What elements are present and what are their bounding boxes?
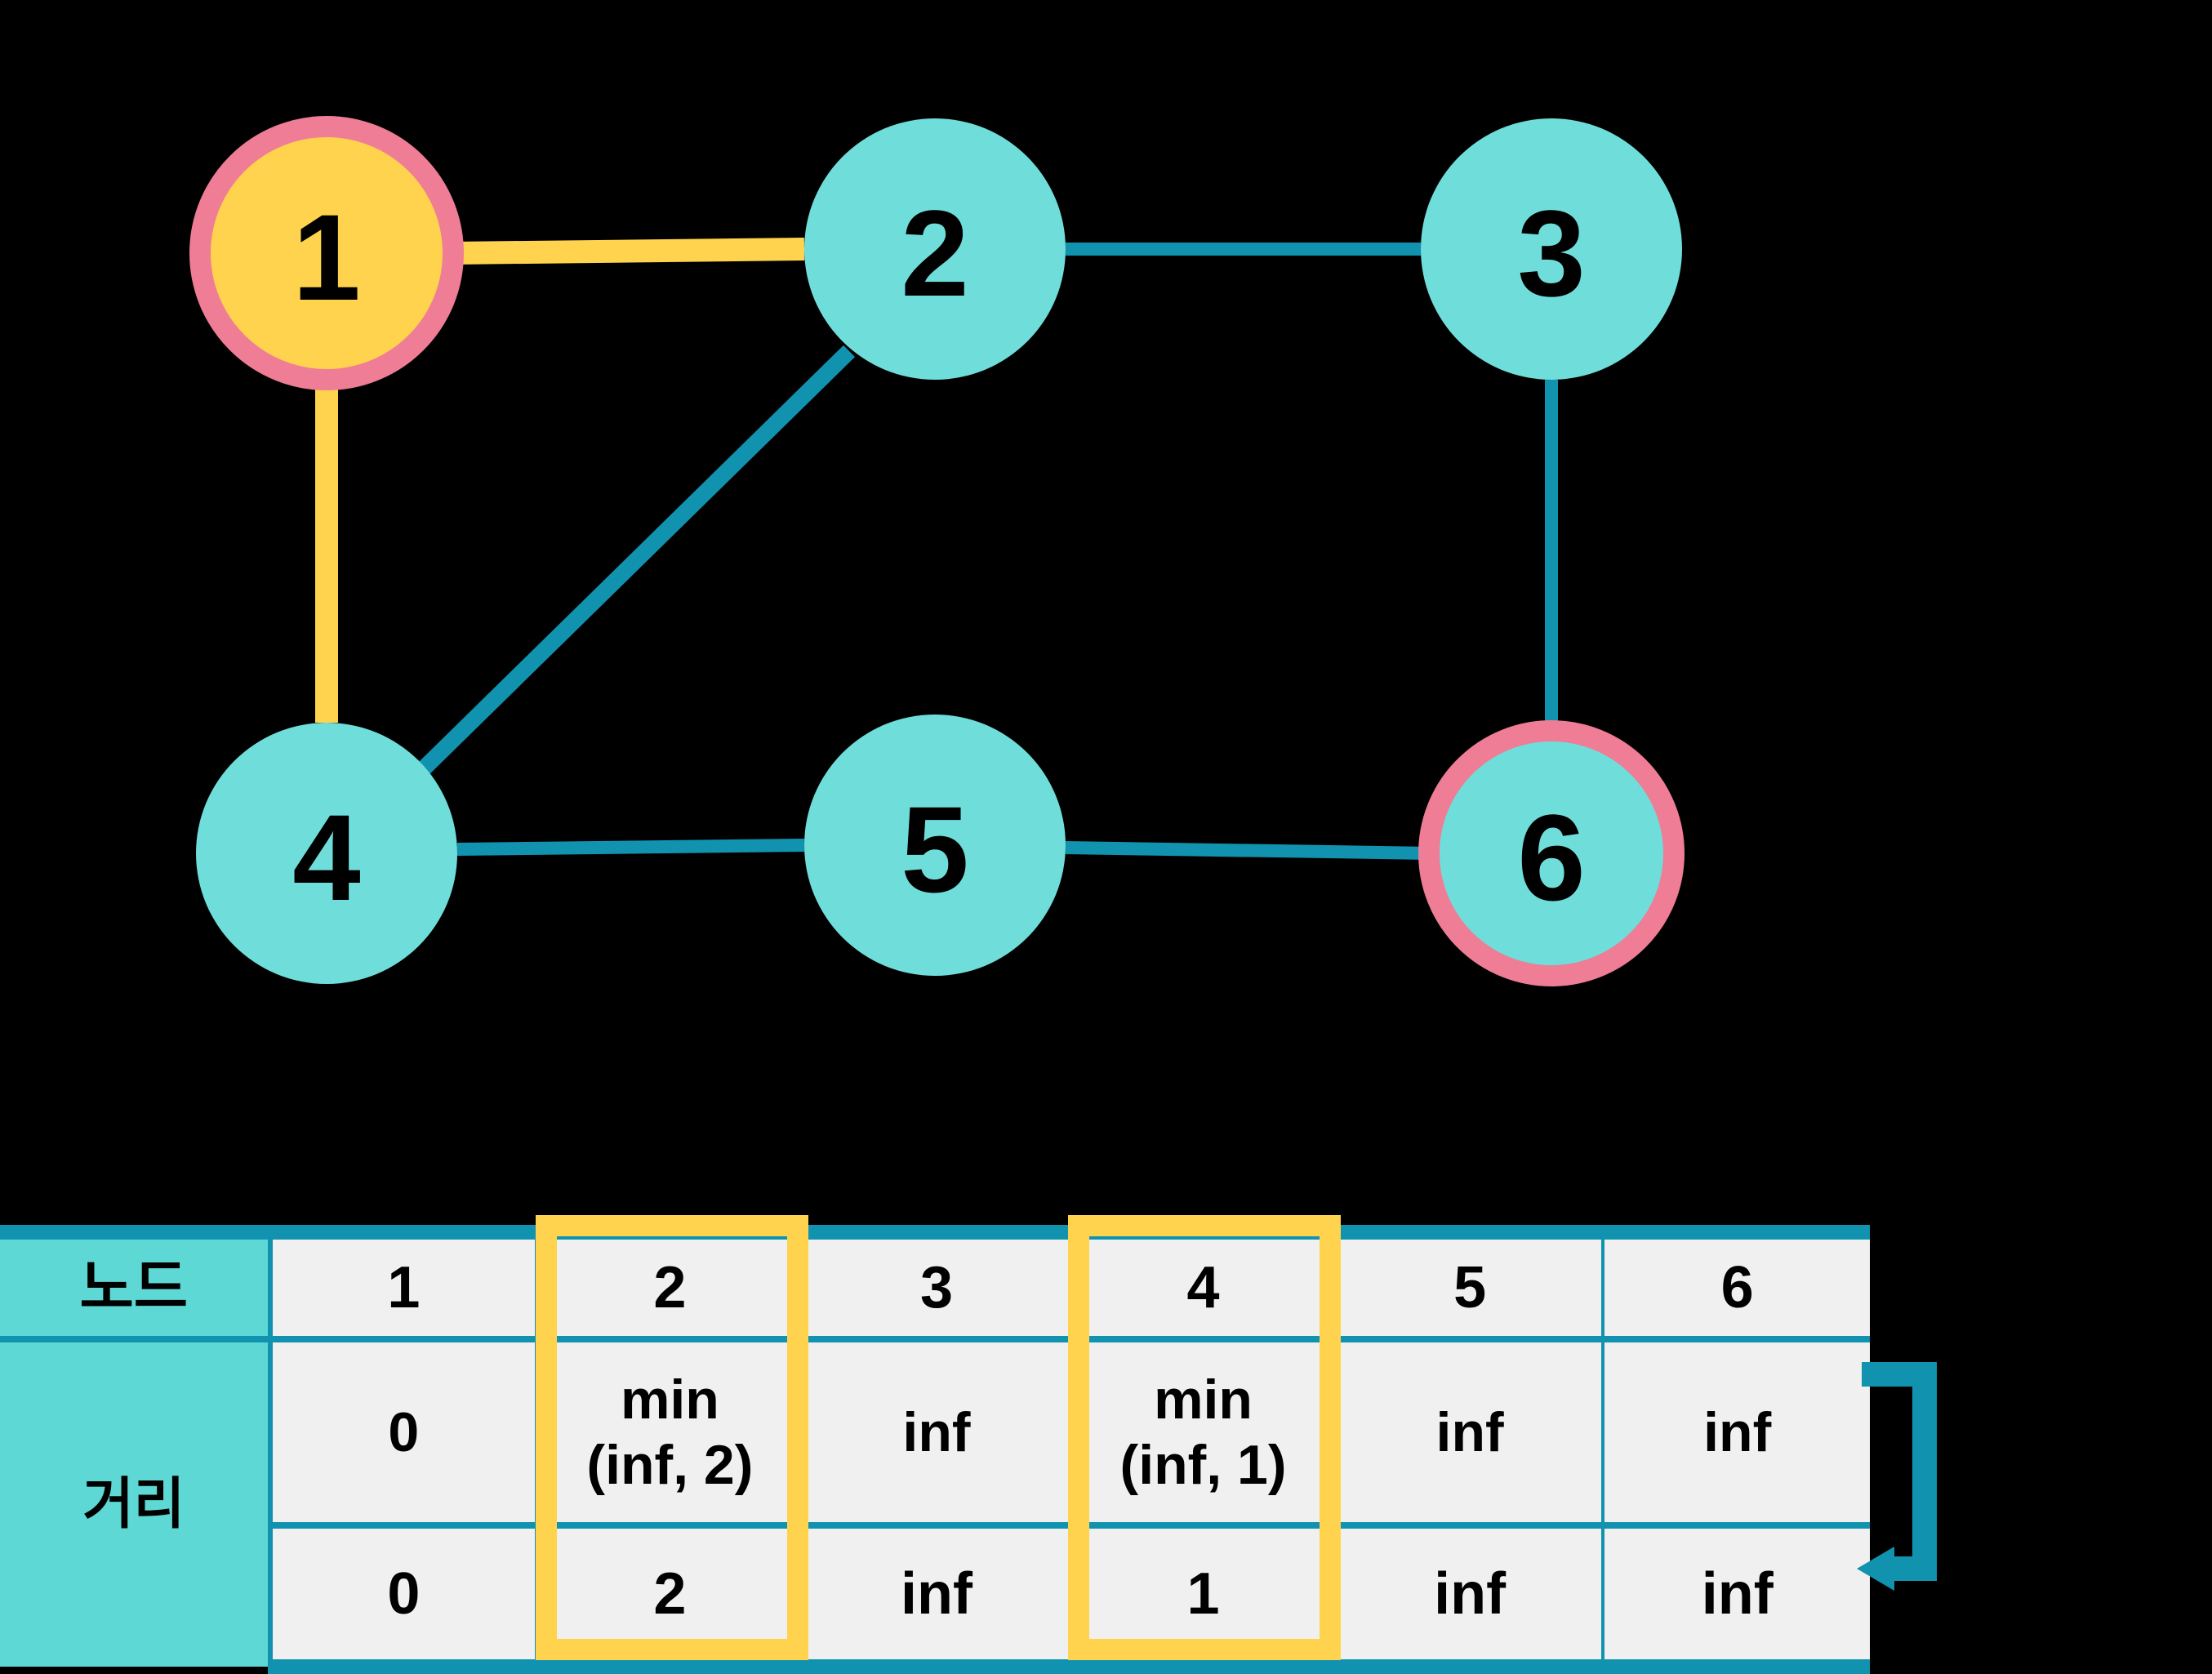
final-cell-5: inf [1334,1522,1605,1674]
edge-4-5 [456,839,805,856]
col-header-6: 6 [1601,1225,1870,1339]
node-3-circle [1421,118,1682,380]
calc-cell-6: inf [1601,1336,1870,1525]
node-1-ring [189,116,464,390]
loop-back-arrow-icon [1857,1362,1937,1591]
col-header-1: 1 [268,1225,539,1339]
node-5-circle [804,715,1066,976]
row-label-node: 노드 [0,1225,273,1342]
calc-cell-3: inf [801,1336,1072,1525]
table-row-distance-final: 0 2 inf 1 inf inf [0,1522,1870,1674]
node-3-label: 3 [1517,185,1585,322]
calc-cell-4: min (inf, 1) [1068,1336,1338,1525]
node-1[interactable]: 1 [189,116,464,390]
node-2-circle [804,118,1066,380]
node-2[interactable]: 2 [804,118,1066,380]
node-2-label: 2 [901,185,968,322]
edge-5-6 [1065,841,1431,860]
graph-edges [315,238,1558,860]
calc-cell-2: min (inf, 2) [535,1336,805,1525]
graph-canvas: 1 2 3 4 5 6 [189,116,1685,986]
node-6[interactable]: 6 [1418,720,1685,986]
edge-1-2 [452,238,805,265]
node-4-circle [196,723,457,984]
calc-cell-1: 0 [268,1336,539,1525]
node-1-label: 1 [292,189,360,326]
edge-2-4 [414,345,856,778]
final-cell-1: 0 [268,1522,539,1674]
table-row-distance-calc: 거리 0 min (inf, 2) inf min (inf, 1) inf i… [0,1336,1870,1667]
col-header-4: 4 [1068,1225,1338,1339]
col-header-3: 3 [801,1225,1072,1339]
table-row-node-header: 노드 1 2 3 4 5 6 [0,1225,1870,1342]
node-4-label: 4 [292,789,360,926]
graph-nodes: 1 2 3 4 5 6 [189,116,1685,986]
final-cell-3: inf [801,1522,1072,1674]
col-header-5: 5 [1334,1225,1605,1339]
final-cell-4: 1 [1068,1522,1338,1674]
col-header-2: 2 [535,1225,805,1339]
distance-table: 노드 1 2 3 4 5 6 거리 0 min (inf, 2) inf min… [0,1225,1870,1674]
final-cell-2: 2 [535,1522,805,1674]
node-6-label: 6 [1517,789,1585,926]
final-cell-6: inf [1601,1522,1870,1674]
row-label-distance: 거리 [0,1336,273,1667]
node-5-label: 5 [901,781,968,918]
calc-cell-5: inf [1334,1336,1605,1525]
node-5[interactable]: 5 [804,715,1066,976]
node-3[interactable]: 3 [1421,118,1682,380]
node-6-ring [1418,720,1685,986]
graph-diagram: 1 2 3 4 5 6 [189,116,1685,986]
node-4[interactable]: 4 [196,723,457,984]
